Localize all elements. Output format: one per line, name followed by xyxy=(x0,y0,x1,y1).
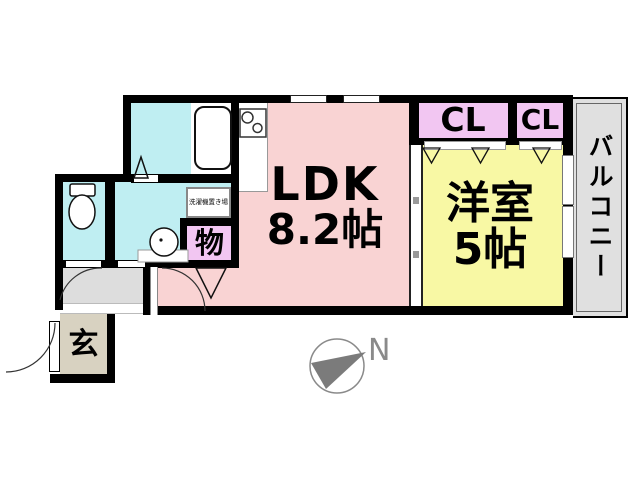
wall xyxy=(107,314,115,382)
ldk-size: 8.2帖 xyxy=(266,205,384,255)
bathtub-zone xyxy=(191,103,232,174)
washroom-door-gap xyxy=(118,261,145,267)
room-western xyxy=(415,143,565,306)
ldk-label-group: LDK 8.2帖 xyxy=(239,150,411,262)
wall xyxy=(143,306,573,315)
balcony-area: バルコニー xyxy=(573,97,628,318)
western-room-label-group: 洋室 5帖 xyxy=(415,168,565,286)
hallway-area xyxy=(63,267,143,306)
storage-area xyxy=(187,226,232,260)
laundry-machine-space: 洗濯機置き場 xyxy=(186,187,231,218)
balcony-railing: バルコニー xyxy=(576,103,622,312)
bath-door-gap xyxy=(134,175,158,182)
balcony-window xyxy=(562,155,574,205)
balcony-window xyxy=(562,206,574,258)
partition-handle xyxy=(413,197,419,204)
closet-right-label: CL xyxy=(520,103,560,137)
toilet-door-gap xyxy=(66,261,101,267)
partition-handle xyxy=(413,251,419,258)
sliding-partition xyxy=(409,145,423,306)
western-room-size: 5帖 xyxy=(452,224,528,275)
storage-label: 物 xyxy=(194,225,224,260)
wall xyxy=(508,95,517,143)
wall xyxy=(55,174,133,182)
closet-right-area xyxy=(515,103,565,139)
laundry-label: 洗濯機置き場 xyxy=(189,197,228,206)
wall xyxy=(180,218,238,226)
wall xyxy=(409,95,419,143)
wall xyxy=(123,95,131,182)
toilet-room-area xyxy=(63,182,105,261)
closet-opening xyxy=(424,141,506,150)
ldk-name: LDK xyxy=(270,156,380,211)
entrance-label: 玄 xyxy=(68,327,99,363)
western-room-name: 洋室 xyxy=(446,177,534,229)
entrance-area xyxy=(60,314,107,376)
compass-circle xyxy=(309,338,365,394)
wall xyxy=(105,180,115,262)
closet-left-area xyxy=(418,103,508,139)
compass-north-label: N xyxy=(368,333,390,368)
wall xyxy=(50,374,115,383)
closet-left-label: CL xyxy=(440,99,486,139)
closet-opening xyxy=(519,141,562,150)
front-door-arc xyxy=(5,322,56,373)
compass-needle xyxy=(311,352,366,389)
wall xyxy=(180,218,187,268)
hall-door-opening xyxy=(150,267,158,315)
wall xyxy=(55,174,63,310)
wall xyxy=(231,95,239,268)
window xyxy=(290,95,327,103)
window xyxy=(343,95,380,103)
front-door-leaf xyxy=(49,321,60,372)
entrance-step xyxy=(60,303,143,314)
ldk-corridor xyxy=(158,267,239,306)
balcony-label: バルコニー xyxy=(585,132,614,283)
wall xyxy=(131,174,238,183)
wall xyxy=(63,260,238,268)
wall xyxy=(143,262,150,315)
